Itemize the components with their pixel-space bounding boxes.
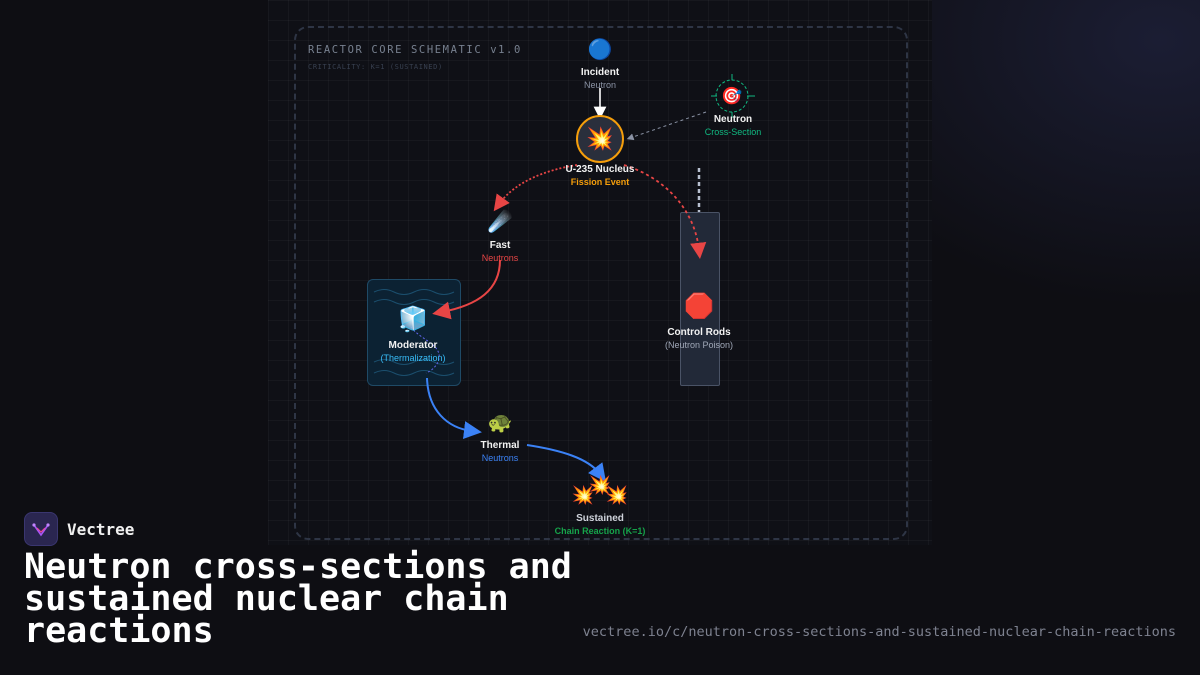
ice-cube-icon: 🧊 [398, 306, 428, 333]
control-rods-sub: (Neutron Poison) [664, 340, 734, 350]
fission-to-fast-arrow [493, 164, 578, 212]
turtle-icon: 🐢 [487, 412, 513, 434]
nucleus-label: U-235 Nucleus Fission Event [566, 164, 635, 188]
moderator-label: Moderator (Thermalization) [380, 340, 445, 364]
target-crosshair [711, 74, 755, 118]
schematic-title: REACTOR CORE SCHEMATIC v1.0 [308, 44, 522, 56]
fast-sub: Neutrons [481, 253, 519, 263]
cross-section-sub: Cross-Section [704, 127, 762, 137]
headline: Neutron cross-sections and sustained nuc… [24, 547, 572, 651]
thermal-to-sustained-arrow [526, 444, 607, 482]
control-rods-title: Control Rods [667, 327, 731, 338]
nucleus-sub: Fission Event [570, 177, 630, 187]
nucleus-ring [576, 115, 624, 163]
incident-title: Incident [580, 67, 620, 78]
fast-to-moderator-arrow [432, 259, 501, 320]
fission-to-rods-arrow [623, 164, 707, 259]
page-url[interactable]: vectree.io/c/neutron-cross-sections-and-… [582, 624, 1176, 640]
moderator-title: Moderator [388, 340, 438, 351]
sustained-sub: Chain Reaction (K=1) [554, 526, 646, 536]
moderator-swirl [410, 326, 440, 374]
sustained-title: Sustained [576, 513, 624, 524]
thermal-title: Thermal [480, 440, 520, 451]
collision-icon-left: 💥 [571, 485, 595, 505]
thermal-neutrons-label: Thermal Neutrons [481, 440, 520, 464]
control-rod [680, 212, 720, 386]
brand: Vectree [24, 512, 134, 546]
incident-neutron-label: Incident Neutron [581, 67, 619, 91]
cross-section-pointer [626, 111, 707, 141]
moderator-sub: (Thermalization) [380, 353, 446, 363]
vectree-logo-icon [24, 512, 58, 546]
stop-sign-icon: 🛑 [684, 293, 714, 320]
target-icon: 🎯 [721, 86, 743, 106]
moderator-to-thermal-arrow [426, 377, 482, 439]
collision-icon-center: 💥 [588, 475, 612, 495]
fast-neutrons-label: Fast Neutrons [482, 240, 519, 264]
cross-section-label: Neutron Cross-Section [705, 114, 762, 138]
collision-icon-right: 💥 [605, 485, 629, 505]
schematic-subtitle: CRITICALITY: K=1 (SUSTAINED) [308, 63, 443, 71]
blue-circle-icon: 🔵 [587, 39, 613, 61]
collision-icon: 💥 [586, 126, 614, 151]
incident-sub: Neutron [583, 80, 617, 90]
moderator-box [367, 279, 461, 386]
cross-section-title: Neutron [713, 114, 753, 125]
comet-icon: ☄️ [487, 211, 513, 233]
brand-name: Vectree [67, 519, 135, 539]
fast-title: Fast [489, 240, 511, 251]
sustained-label: Sustained Chain Reaction (K=1) [555, 513, 646, 537]
nucleus-title: U-235 Nucleus [565, 164, 635, 175]
schematic-frame [294, 26, 908, 540]
control-rods-label: Control Rods (Neutron Poison) [665, 327, 733, 351]
thermal-sub: Neutrons [481, 453, 519, 463]
